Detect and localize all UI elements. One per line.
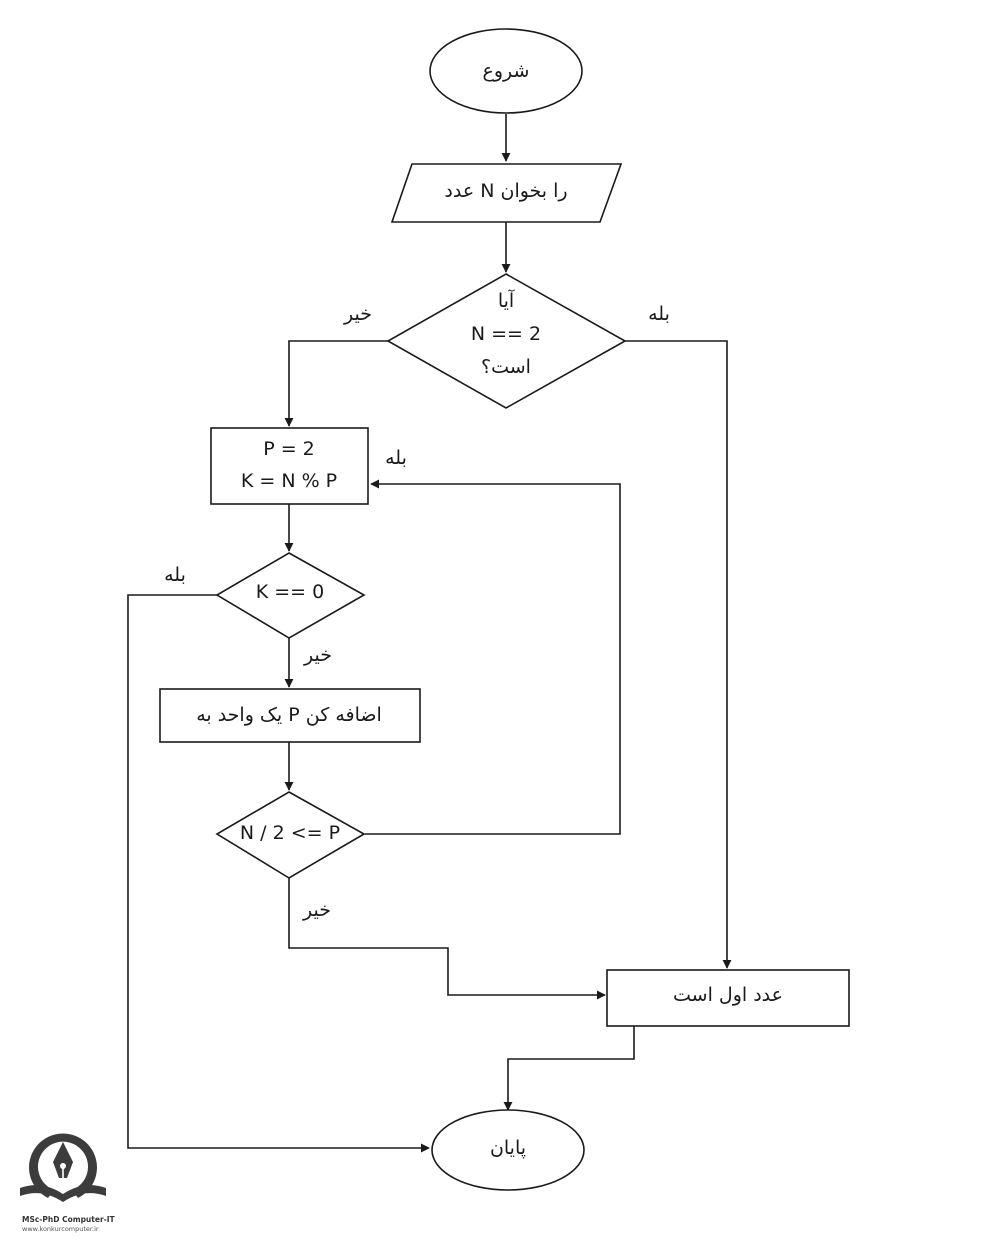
read-n-label: عدد N را بخوان	[444, 180, 567, 202]
check-n2-label-line2: N == 2	[471, 323, 541, 345]
brand-logo: MSc-PhD Computer-IT www.konkurcomputer.i…	[20, 1133, 116, 1233]
check-k-diamond	[215, 552, 366, 639]
check-n2-diamond	[386, 273, 627, 409]
check-p-diamond	[215, 791, 366, 879]
edge-check-p-no	[288, 878, 606, 1000]
logo-text-line1: MSc-PhD Computer-IT	[22, 1215, 116, 1224]
check-n2-label-line1: آیا	[498, 288, 515, 312]
is-prime-label: عدد اول است	[673, 984, 783, 1006]
edge-label-n2-yes: بله	[648, 303, 670, 325]
init-label-line1: P = 2	[263, 438, 315, 460]
logo-text-line2: www.konkurcomputer.ir	[22, 1225, 99, 1233]
increment-p-process-box	[159, 688, 421, 743]
pen-nib-book-icon	[20, 1133, 106, 1202]
edge-label-k-yes: بله	[164, 564, 186, 586]
init-label-line2: K = N % P	[241, 470, 337, 492]
end-label: پایان	[490, 1137, 526, 1159]
edge-label-loop-yes: بله	[385, 447, 407, 469]
edge-check-k-yes	[127, 594, 430, 1153]
check-n2-label-line3: است؟	[481, 356, 531, 378]
end-terminal	[431, 1109, 585, 1191]
edge-label-n2-no: خیر	[343, 303, 372, 325]
edge-label-p-no: خیر	[302, 899, 331, 921]
start-label: شروع	[483, 60, 530, 82]
check-p-label: N / 2 <= P	[240, 822, 340, 844]
init-process-box	[210, 427, 369, 505]
edge-label-k-no: خیر	[303, 644, 332, 666]
check-k-label: K == 0	[256, 581, 324, 603]
start-terminal	[429, 28, 583, 114]
edge-check-p-yes-loop	[365, 479, 621, 835]
edge-check-n2-yes	[625, 340, 732, 969]
edge-prime-to-end	[503, 1026, 635, 1111]
is-prime-output-box	[606, 969, 850, 1027]
read-n-parallelogram	[390, 163, 623, 223]
increment-p-label: یک واحد به P اضافه کن	[196, 704, 382, 726]
edge-check-n2-no	[284, 340, 388, 427]
